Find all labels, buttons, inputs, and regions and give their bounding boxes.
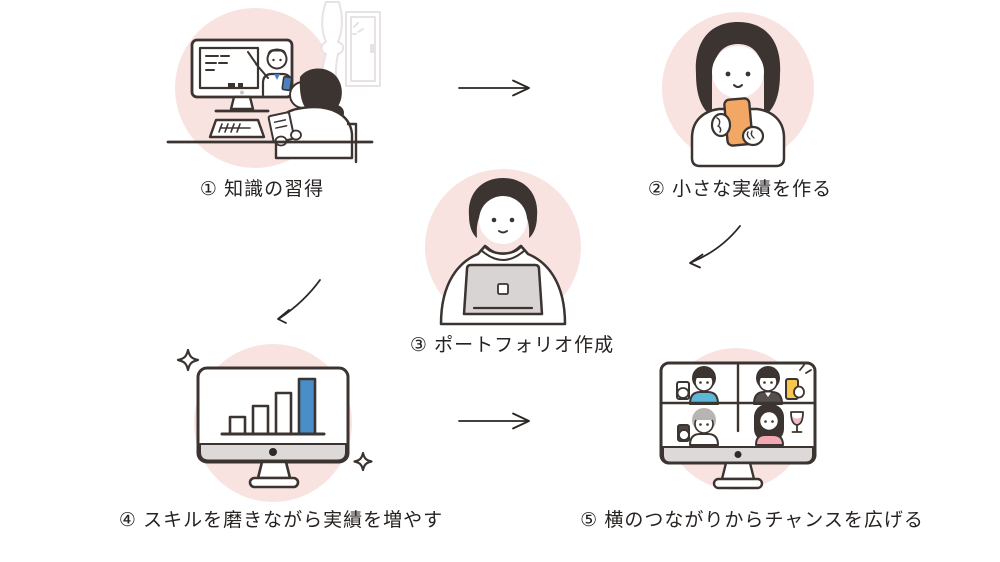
online-lesson-illustration bbox=[166, 1, 381, 168]
chart-monitor-icon bbox=[196, 366, 350, 489]
video-call-illustration bbox=[659, 348, 817, 490]
hair bbox=[695, 22, 781, 116]
face bbox=[712, 46, 764, 98]
step-2-label: ② 小さな実績を作る bbox=[647, 179, 833, 200]
wine-glass-icon bbox=[790, 411, 804, 433]
participant-with-can bbox=[677, 408, 719, 446]
sparkle-icon bbox=[353, 451, 373, 472]
whiteboard bbox=[198, 46, 260, 90]
participant-with-wine bbox=[754, 404, 804, 446]
smartphone-user-illustration bbox=[662, 12, 814, 168]
participant-with-beer bbox=[753, 364, 812, 405]
monitor-stand bbox=[229, 95, 255, 111]
bar-chart-monitor-illustration bbox=[176, 344, 373, 502]
sparkle-icon bbox=[176, 348, 200, 372]
hair bbox=[468, 178, 538, 238]
cheer-lines bbox=[799, 364, 812, 374]
step-4-label: ④ スキルを磨きながら実績を増やす bbox=[118, 510, 444, 531]
window-curtain-icon bbox=[320, 1, 381, 94]
teacher-figure bbox=[247, 48, 293, 97]
laptop-user-illustration bbox=[425, 169, 581, 326]
person-with-laptop-figure bbox=[439, 178, 567, 326]
woman-with-phone-figure bbox=[690, 22, 786, 168]
hand bbox=[710, 112, 732, 138]
step-1-label: ① 知識の習得 bbox=[199, 179, 325, 200]
arrow-step1-to-step2 bbox=[458, 79, 530, 97]
grid-lines bbox=[661, 363, 815, 433]
hand bbox=[741, 125, 765, 147]
video-call-monitor-icon bbox=[659, 361, 817, 490]
keyboard-icon bbox=[208, 118, 266, 139]
monitor-stand bbox=[256, 460, 292, 480]
chair-back bbox=[346, 122, 358, 164]
rising-bar-chart bbox=[220, 377, 326, 436]
face bbox=[479, 196, 527, 244]
lesson-monitor-icon bbox=[190, 38, 294, 113]
arrow-step3-to-step4 bbox=[277, 279, 321, 324]
participant-with-mug bbox=[676, 366, 719, 405]
step-5-label: ⑤ 横のつながりからチャンスを広げる bbox=[580, 510, 924, 531]
arrow-step2-to-step3 bbox=[689, 225, 741, 269]
step-3-label: ③ ポートフォリオ作成 bbox=[409, 335, 615, 356]
laptop-icon bbox=[462, 263, 544, 316]
monitor-stand bbox=[720, 461, 756, 481]
arrow-step4-to-step5 bbox=[458, 412, 530, 430]
student-figure bbox=[267, 68, 358, 164]
